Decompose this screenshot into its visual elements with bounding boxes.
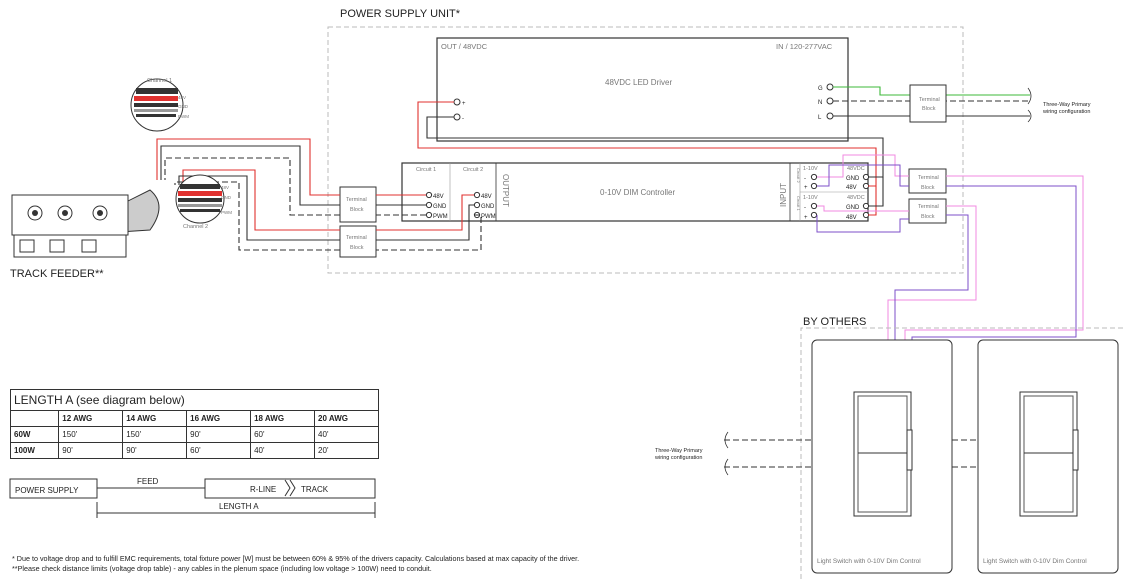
svg-text:POWER SUPPLY: POWER SUPPLY <box>15 486 79 495</box>
svg-text:Terminal: Terminal <box>918 175 939 181</box>
terminal-block-track2 <box>339 225 377 258</box>
driver-n-terminal <box>826 97 834 105</box>
in-c1-48vdc: 48VDC <box>847 195 865 201</box>
svg-text:Terminal: Terminal <box>346 235 367 241</box>
svg-text:Terminal: Terminal <box>918 204 939 210</box>
three-way-label-top: Three-Way Primary <box>1043 102 1091 108</box>
svg-text:GND: GND <box>178 104 189 109</box>
table-header: 20 AWG <box>314 410 379 427</box>
svg-text:Block: Block <box>921 185 935 191</box>
driver-n-label: N <box>818 100 822 106</box>
in-c2-48vdc: 48VDC <box>847 166 865 172</box>
terminal-block-in2 <box>908 168 947 194</box>
svg-text:48V: 48V <box>178 95 186 100</box>
controller-circuit2: Circuit 2 <box>463 167 483 173</box>
driver-g-terminal <box>826 83 834 91</box>
driver-name: 48VDC LED Driver <box>605 78 672 87</box>
table-header: 16 AWG <box>186 410 252 427</box>
driver-in-label: IN / 120-277VAC <box>776 42 833 51</box>
feed-label: FEED <box>137 477 159 486</box>
switch2-label: Light Switch with 0-10V Dim Control <box>983 558 1087 565</box>
svg-text:48V: 48V <box>221 185 229 190</box>
length-table: LENGTH A (see diagram below) 12 AWG 14 A… <box>9 389 379 459</box>
wire-ground <box>833 86 1030 96</box>
c2-pwm: PWM <box>481 214 496 220</box>
driver-out-label: OUT / 48VDC <box>441 42 488 51</box>
in-c1-plus: + <box>804 215 808 221</box>
terminal-block-in1 <box>908 198 947 224</box>
table-header <box>9 410 60 427</box>
wire-driver-minus <box>426 116 884 178</box>
driver-plus-terminal <box>453 98 461 106</box>
driver-minus-label: - <box>462 116 464 122</box>
c2-48v: 48V <box>481 194 492 200</box>
wire-driver-plus <box>417 101 877 187</box>
in-c1-1-10v: 1-10V <box>803 195 818 201</box>
svg-text:GND: GND <box>221 195 232 200</box>
svg-text:PWM: PWM <box>221 210 232 215</box>
in-c2-1-10v: 1-10V <box>803 166 818 172</box>
footnote-2: **Please check distance limits (voltage … <box>12 564 432 573</box>
driver-minus-terminal <box>453 113 461 121</box>
table-header: 18 AWG <box>250 410 316 427</box>
controller-circuit1: Circuit 1 <box>416 167 436 173</box>
switch1-label: Light Switch with 0-10V Dim Control <box>817 558 921 565</box>
by-others-title: BY OTHERS <box>803 316 866 328</box>
driver-plus-label: + <box>462 101 466 107</box>
svg-text:R-LINE: R-LINE <box>250 485 276 494</box>
in-c2-plus: + <box>804 185 808 191</box>
psu-title: POWER SUPPLY UNIT* <box>340 8 461 20</box>
controller-name: 0-10V DIM Controller <box>600 188 675 197</box>
in-c2-label: Circuit 2 <box>796 168 801 183</box>
table-header: 12 AWG <box>58 410 124 427</box>
three-way-label-top2: wiring configuration <box>1042 109 1090 115</box>
svg-text:PWM: PWM <box>178 114 189 119</box>
terminal-block-mains <box>909 84 947 123</box>
track-feeder-label: TRACK FEEDER** <box>10 268 104 280</box>
table-header: 14 AWG <box>122 410 188 427</box>
in-c1-gnd: GND <box>846 205 860 211</box>
svg-text:Block: Block <box>921 214 935 220</box>
driver-l-terminal <box>826 112 834 120</box>
psu-enclosure <box>327 26 964 274</box>
in-c1-minus: - <box>804 205 806 211</box>
track-feeder-icon <box>11 189 160 258</box>
svg-text:Terminal: Terminal <box>919 97 940 103</box>
in-c2-gnd: GND <box>846 176 860 182</box>
in-c2-48v: 48V <box>846 185 857 191</box>
length-table-caption: LENGTH A (see diagram below) <box>10 389 379 411</box>
driver-l-label: L <box>818 115 822 121</box>
svg-text:TRACK: TRACK <box>301 485 329 494</box>
c1-gnd: GND <box>433 204 447 210</box>
c1-pwm: PWM <box>433 214 448 220</box>
three-way-label-bottom2: wiring configuration <box>654 455 702 461</box>
svg-text:Block: Block <box>922 106 936 112</box>
channel2-label: Channel 2 <box>183 224 208 230</box>
length-a-label: LENGTH A <box>219 502 259 511</box>
svg-text:Block: Block <box>350 245 364 251</box>
led-driver-box <box>436 37 849 142</box>
svg-text:Block: Block <box>350 207 364 213</box>
terminal-block-track1 <box>339 186 377 223</box>
svg-text:Terminal: Terminal <box>346 197 367 203</box>
table-row: 60W 150' 150' 90' 60' 40' <box>9 426 379 443</box>
c1-48v: 48V <box>433 194 444 200</box>
footnote-1: * Due to voltage drop and to fulfill EMC… <box>12 554 580 563</box>
channel1-label: Channel 1 <box>147 78 172 84</box>
by-others-enclosure <box>800 327 1125 579</box>
table-row: 100W 90' 90' 60' 40' 20' <box>9 442 379 459</box>
in-c1-48v: 48V <box>846 215 857 221</box>
controller-input-label: INPUT <box>779 183 788 207</box>
controller-output-label: OUTPUT <box>501 174 510 207</box>
c2-gnd: GND <box>481 204 495 210</box>
three-way-label-bottom: Three-Way Primary <box>655 448 703 454</box>
in-c2-minus: - <box>804 176 806 182</box>
in-c1-label: Circuit 1 <box>796 196 801 211</box>
driver-g-label: G <box>818 86 823 92</box>
